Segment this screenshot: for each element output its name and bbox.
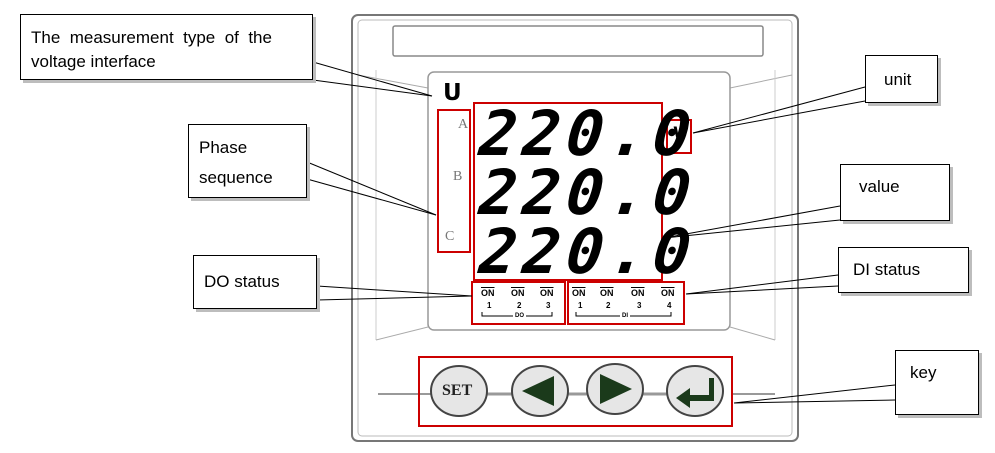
phase-c: C [445,229,455,244]
di-group-label: DI [620,313,630,319]
callout-unit: unit [865,55,938,103]
unit-symbol: V [673,123,686,147]
value-highlight [473,102,663,281]
do-3-on: ON [540,288,554,298]
callout-key-text: key [910,363,937,382]
di-2-num: 2 [606,301,611,310]
phase-b: B [453,169,463,184]
phase-a: A [458,117,469,132]
right-arrow-icon [600,374,632,404]
callout-value: value [840,164,950,221]
callout-value-text: value [859,177,900,196]
di-3-on: ON [631,288,645,298]
callout-phase-line1: Phase [199,138,248,157]
callout-measurement-type-line1: The measurement type of the [31,28,272,47]
do-1-num: 1 [487,301,492,310]
di-highlight [567,281,685,325]
set-key [430,365,488,417]
callout-di-status-text: DI status [853,260,921,279]
do-highlight [471,281,566,325]
do-3-num: 3 [546,301,551,310]
set-key-label[interactable]: SET [442,382,473,399]
do-2-on: ON [511,288,525,298]
callout-di-status: DI status [838,247,969,293]
unit-highlight [666,119,692,154]
di-4-on: ON [661,288,675,298]
do-2-num: 2 [517,301,522,310]
left-arrow-icon [522,376,554,406]
di-4-num: 4 [667,301,672,310]
di-2-on: ON [600,288,614,298]
callout-key: key [895,350,979,415]
enter-key [666,365,724,417]
callout-phase-sequence: Phase sequence [188,124,307,198]
di-1-num: 1 [578,301,583,310]
label-slot [392,25,764,57]
measurement-type-letter: U [443,80,462,106]
do-1-on: ON [481,288,495,298]
lcd-panel [427,71,731,331]
callout-measurement-type: The measurement type of the voltage inte… [20,14,313,80]
phase-highlight [437,109,471,253]
callout-do-status: DO status [193,255,317,309]
enter-icon [676,378,714,408]
reading-phase-c: 220.0 [476,215,701,288]
di-3-num: 3 [637,301,642,310]
callout-phase-line2: sequence [199,168,273,187]
di-1-on: ON [572,288,586,298]
callout-do-status-text: DO status [204,272,280,291]
callout-unit-text: unit [884,70,912,89]
key-highlight [418,356,733,427]
callout-measurement-type-line2: voltage interface [31,52,156,71]
do-group-label: DO [513,313,526,319]
